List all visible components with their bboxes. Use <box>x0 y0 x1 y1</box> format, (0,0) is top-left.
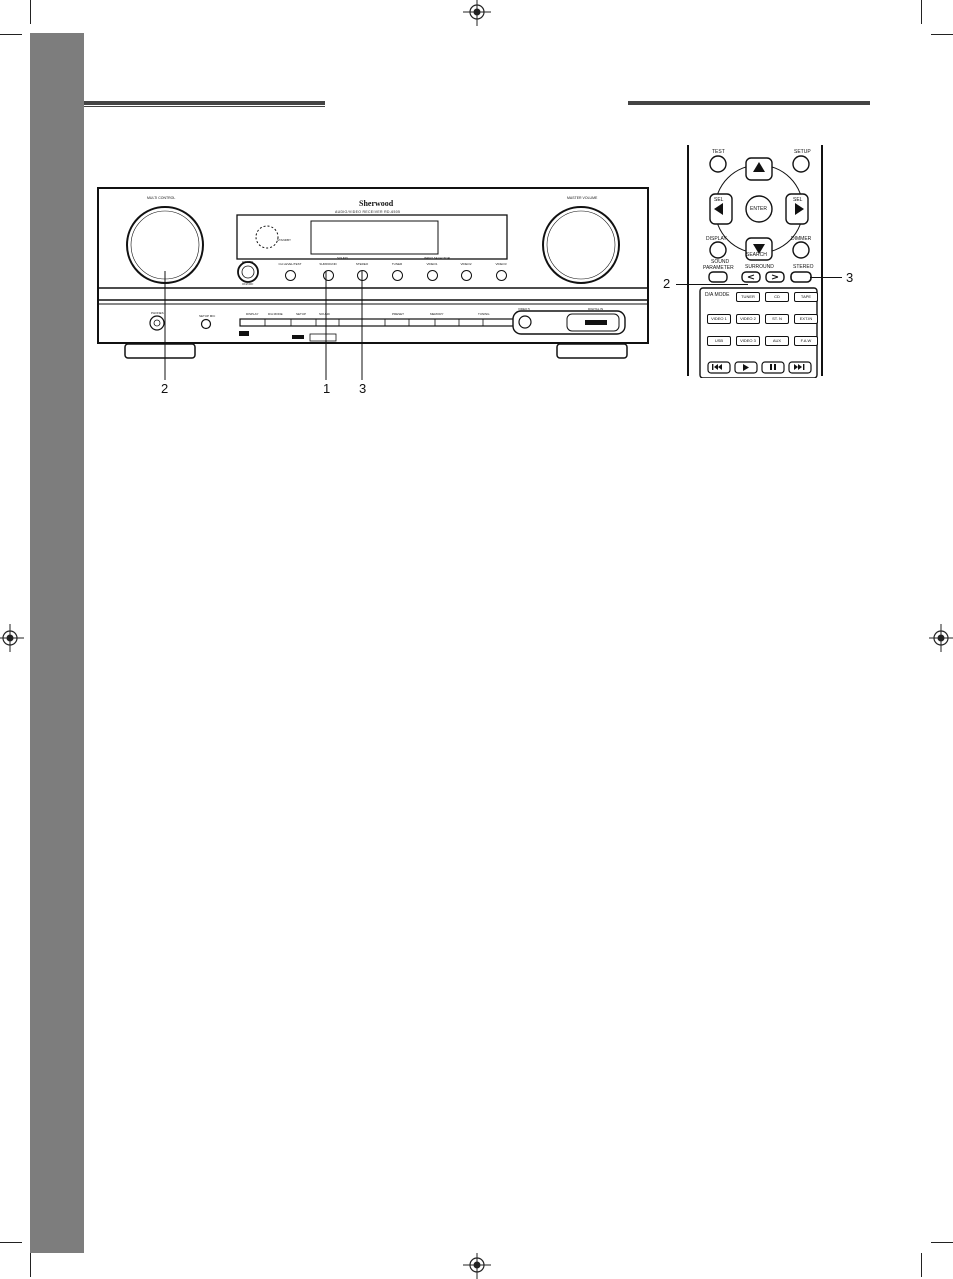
remote-parameter-label: PARAMETER <box>703 265 734 271</box>
remote-search-label: SEARCH <box>746 252 767 258</box>
callout-surround-button: 1 <box>323 381 331 396</box>
receiver-button[interactable] <box>323 270 334 281</box>
remote-callout-line-right <box>810 277 842 278</box>
receiver-bar-label: DISPLAY <box>246 312 259 316</box>
receiver-button[interactable] <box>285 270 296 281</box>
receiver-button-label: SURROUND <box>319 262 337 266</box>
receiver-button-label: VIDEO3 <box>495 262 507 266</box>
master-volume-label: MASTER VOLUME <box>567 196 598 200</box>
remote-input-button[interactable]: TUNER <box>736 292 760 302</box>
registration-mark-top <box>463 0 491 26</box>
remote-callout-line-left <box>676 284 748 285</box>
crop-mark <box>0 1242 22 1243</box>
sound-group-label: SOUND <box>337 256 348 260</box>
receiver-button[interactable] <box>392 270 403 281</box>
digital-in-label: DIGITAL IN <box>588 307 604 311</box>
setup-mic-label: SETUP MIC <box>199 314 216 318</box>
remote-control <box>687 145 823 378</box>
crop-mark <box>30 0 31 24</box>
side-tab <box>30 33 84 1253</box>
receiver-button-label: CH LEVEL/TEST <box>278 262 302 266</box>
remote-callout-surround: 2 <box>663 276 671 291</box>
remote-dimmer-label: DIMMER <box>791 236 812 242</box>
remote-input-button[interactable]: AUX <box>765 336 789 346</box>
remote-surround-label: SURROUND <box>745 264 774 270</box>
crop-mark <box>921 1253 922 1277</box>
remote-sound-label: SOUND <box>711 259 730 265</box>
phones-label: PHONES <box>151 311 164 315</box>
remote-da-mode-label: D/A MODE <box>705 292 730 298</box>
remote-sel-right: SEL <box>793 197 803 203</box>
receiver-model: AUDIO/VIDEO RECEIVER RD-6505 <box>335 210 401 214</box>
remote-input-button[interactable]: VIDEO 2 <box>736 314 760 324</box>
receiver-button[interactable] <box>427 270 438 281</box>
remote-input-button[interactable]: USB <box>707 336 731 346</box>
crop-mark <box>30 1253 31 1277</box>
header-rule-left-thin <box>84 106 325 107</box>
remote-input-button[interactable]: VIDEO 3 <box>736 336 760 346</box>
remote-sel-left: SEL <box>714 197 724 203</box>
front-input-label: VIDEO 5 <box>518 307 530 311</box>
receiver-bar-label: PRESET <box>392 312 405 316</box>
crop-mark <box>921 0 922 24</box>
crop-mark <box>0 34 22 35</box>
standby-label: STANDBY <box>277 238 291 242</box>
registration-mark-right <box>929 624 953 652</box>
header-rule-left <box>84 101 325 105</box>
callout-stereo-button: 3 <box>359 381 367 396</box>
callout-multi-control: 2 <box>161 381 169 396</box>
input-selector-label: INPUT SELECTOR <box>424 256 450 260</box>
remote-input-button[interactable]: EXT.IN <box>794 314 818 324</box>
receiver-callout-lines <box>164 271 363 380</box>
receiver-button[interactable] <box>496 270 507 281</box>
remote-display-label: DISPLAY <box>706 236 727 242</box>
receiver-button-label: VIDEO1 <box>426 262 438 266</box>
receiver-brand: Sherwood <box>359 199 394 208</box>
remote-enter-label: ENTER <box>750 206 767 212</box>
receiver-button[interactable] <box>461 270 472 281</box>
receiver-front-panel <box>97 187 649 359</box>
remote-setup-label: SETUP <box>794 149 811 155</box>
remote-input-button[interactable]: ST. N <box>765 314 789 324</box>
remote-stereo-label: STEREO <box>793 264 814 270</box>
remote-test-label: TEST <box>712 149 725 155</box>
remote-input-button[interactable]: VIDEO 1 <box>707 314 731 324</box>
receiver-bar-label: TUNING <box>478 312 490 316</box>
remote-input-button[interactable]: F.A.W <box>794 336 818 346</box>
registration-mark-left <box>0 624 24 652</box>
header-rule-right <box>628 101 870 105</box>
power-label: POWER <box>242 260 254 264</box>
remote-callout-stereo: 3 <box>846 270 854 285</box>
power-sub-label: ON/OFF <box>242 282 254 286</box>
receiver-button-label: VIDEO2 <box>460 262 472 266</box>
crop-mark <box>931 34 953 35</box>
remote-input-button[interactable]: TAPE <box>794 292 818 302</box>
receiver-bar-label: MEMORY <box>430 312 444 316</box>
receiver-button-label: STEREO <box>355 262 369 266</box>
remote-input-button[interactable]: CD <box>765 292 789 302</box>
receiver-bar-label: SETUP <box>296 312 307 316</box>
registration-mark-bottom <box>463 1253 491 1279</box>
receiver-bar-label: SOUND <box>319 312 330 316</box>
receiver-bar-label: D/A MODE <box>268 312 283 316</box>
multi-control-label: MULTI CONTROL <box>147 196 176 200</box>
receiver-button-label: TUNER <box>391 262 403 266</box>
crop-mark <box>931 1242 953 1243</box>
